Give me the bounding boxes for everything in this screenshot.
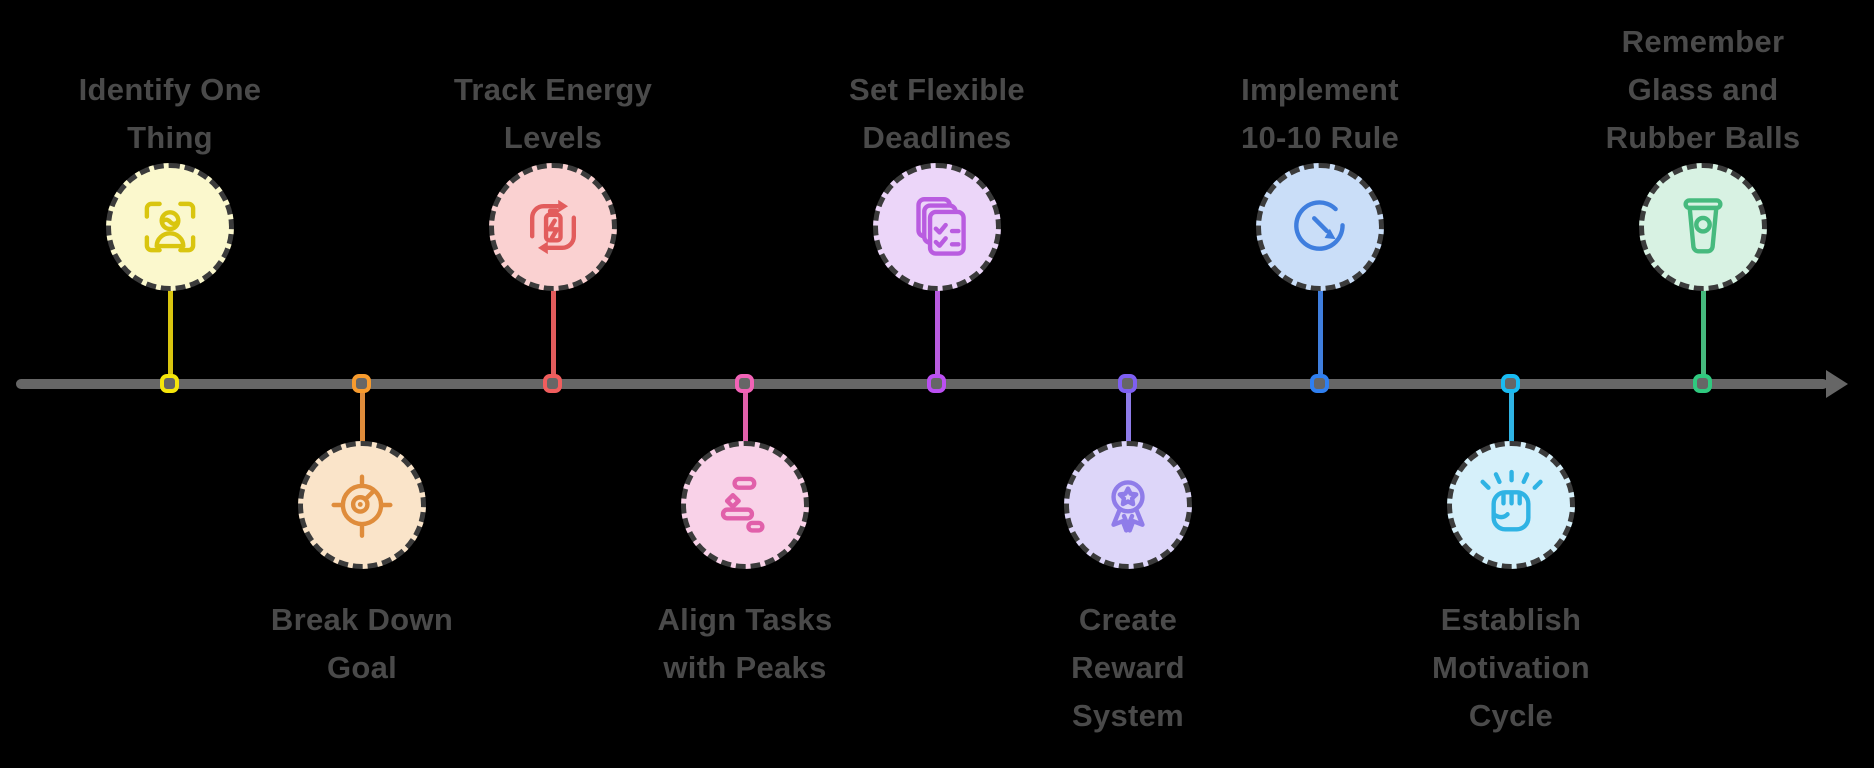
node-marker bbox=[160, 374, 179, 393]
node-circle bbox=[298, 441, 426, 569]
tube-icon bbox=[1683, 198, 1723, 254]
node-label: Identify One Thing bbox=[78, 72, 262, 155]
goal-target-icon bbox=[331, 474, 393, 538]
node-marker bbox=[1693, 374, 1712, 393]
node-connector bbox=[1125, 384, 1131, 445]
fist-icon bbox=[1480, 469, 1543, 532]
node-label: Implement 10-10 Rule bbox=[1240, 72, 1400, 155]
award-ribbon-icon bbox=[1111, 480, 1145, 533]
node-label: Establish Motivation Cycle bbox=[1432, 602, 1590, 733]
user-focus-icon bbox=[144, 201, 196, 253]
node-connector bbox=[1508, 384, 1514, 445]
node-circle bbox=[1256, 163, 1384, 291]
node-circle bbox=[1639, 163, 1767, 291]
checklist-stack-icon bbox=[916, 197, 966, 256]
node-label: Set Flexible Deadlines bbox=[849, 72, 1025, 155]
node-label: Align Tasks with Peaks bbox=[657, 602, 833, 685]
node-circle bbox=[873, 163, 1001, 291]
node-marker bbox=[352, 374, 371, 393]
node-connector bbox=[934, 287, 940, 384]
node-label: Track Energy Levels bbox=[453, 72, 653, 155]
node-marker bbox=[543, 374, 562, 393]
node-circle bbox=[489, 163, 617, 291]
node-label: Break Down Goal bbox=[270, 602, 454, 685]
node-marker bbox=[735, 374, 754, 393]
node-circle bbox=[681, 441, 809, 569]
gantt-bars-icon bbox=[720, 476, 765, 533]
node-marker bbox=[1118, 374, 1137, 393]
node-connector bbox=[1317, 287, 1323, 384]
timeline-arrow-icon bbox=[1826, 370, 1848, 398]
node-connector bbox=[359, 384, 365, 445]
node-connector bbox=[550, 287, 556, 384]
node-connector bbox=[742, 384, 748, 445]
node-marker bbox=[927, 374, 946, 393]
node-circle bbox=[1064, 441, 1192, 569]
node-label: Create Reward System bbox=[1071, 602, 1185, 733]
battery-cycle-icon bbox=[529, 199, 577, 255]
node-marker bbox=[1310, 374, 1329, 393]
node-circle bbox=[106, 163, 234, 291]
clock-rewind-icon bbox=[1294, 200, 1345, 251]
node-circle bbox=[1447, 441, 1575, 569]
node-connector bbox=[167, 287, 173, 384]
node-connector bbox=[1700, 287, 1706, 384]
timeline-line bbox=[16, 379, 1828, 389]
node-marker bbox=[1501, 374, 1520, 393]
node-label: Remember Glass and Rubber Balls bbox=[1605, 24, 1801, 155]
